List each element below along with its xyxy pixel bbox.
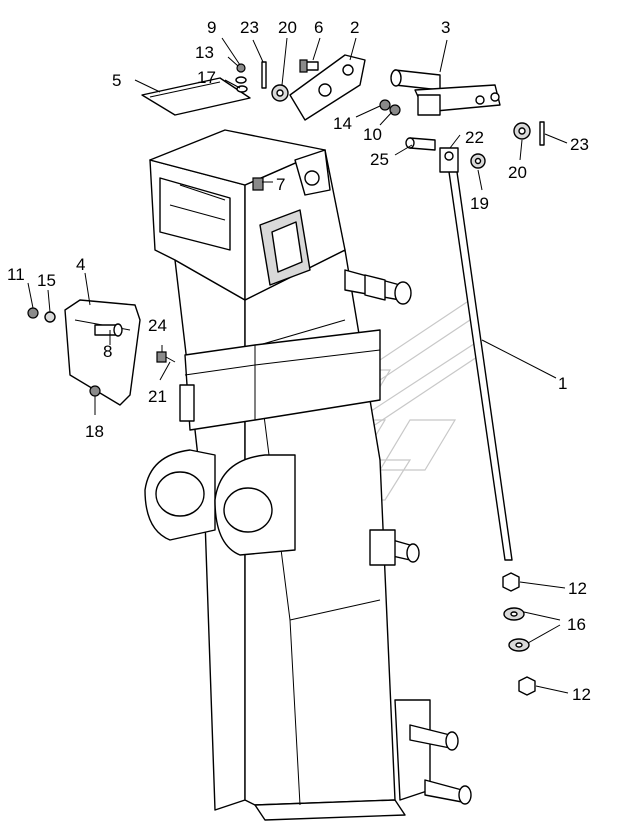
upper-bracket	[289, 54, 501, 121]
callout-12-lower: 12	[572, 685, 591, 704]
callout-2: 2	[350, 18, 359, 37]
callout-21: 21	[148, 387, 167, 406]
leader-lines	[27, 37, 569, 694]
callout-23-right: 23	[570, 135, 589, 154]
callout-22: 22	[465, 128, 484, 147]
callout-5: 5	[112, 71, 121, 90]
cover-plate	[141, 77, 251, 116]
callout-20-right: 20	[508, 163, 527, 182]
callout-20-left: 20	[278, 18, 297, 37]
callout-1: 1	[558, 374, 567, 393]
callout-16: 16	[567, 615, 586, 634]
callout-15: 15	[37, 271, 56, 290]
callout-24: 24	[148, 316, 167, 335]
callout-8: 8	[103, 342, 112, 361]
callout-13: 13	[195, 43, 214, 62]
callout-6: 6	[314, 18, 323, 37]
callout-23-left: 23	[240, 18, 259, 37]
callout-11: 11	[7, 265, 25, 284]
callout-14: 14	[333, 114, 352, 133]
callout-19: 19	[470, 194, 489, 213]
callout-labels: 1 2 3 4 5 6 7 8 9 10 11 12 12 13 14 15 1…	[7, 18, 591, 704]
boom-column	[144, 129, 472, 821]
callout-7: 7	[276, 175, 285, 194]
fasteners	[27, 59, 545, 696]
callout-12-upper: 12	[568, 579, 587, 598]
callout-25: 25	[370, 150, 389, 169]
side-shield	[64, 299, 141, 406]
callout-17: 17	[197, 68, 216, 87]
callout-18: 18	[85, 422, 104, 441]
callout-10: 10	[363, 125, 382, 144]
callout-9: 9	[207, 18, 216, 37]
callout-4: 4	[76, 255, 85, 274]
callout-3: 3	[441, 18, 450, 37]
tie-rod	[439, 147, 513, 561]
